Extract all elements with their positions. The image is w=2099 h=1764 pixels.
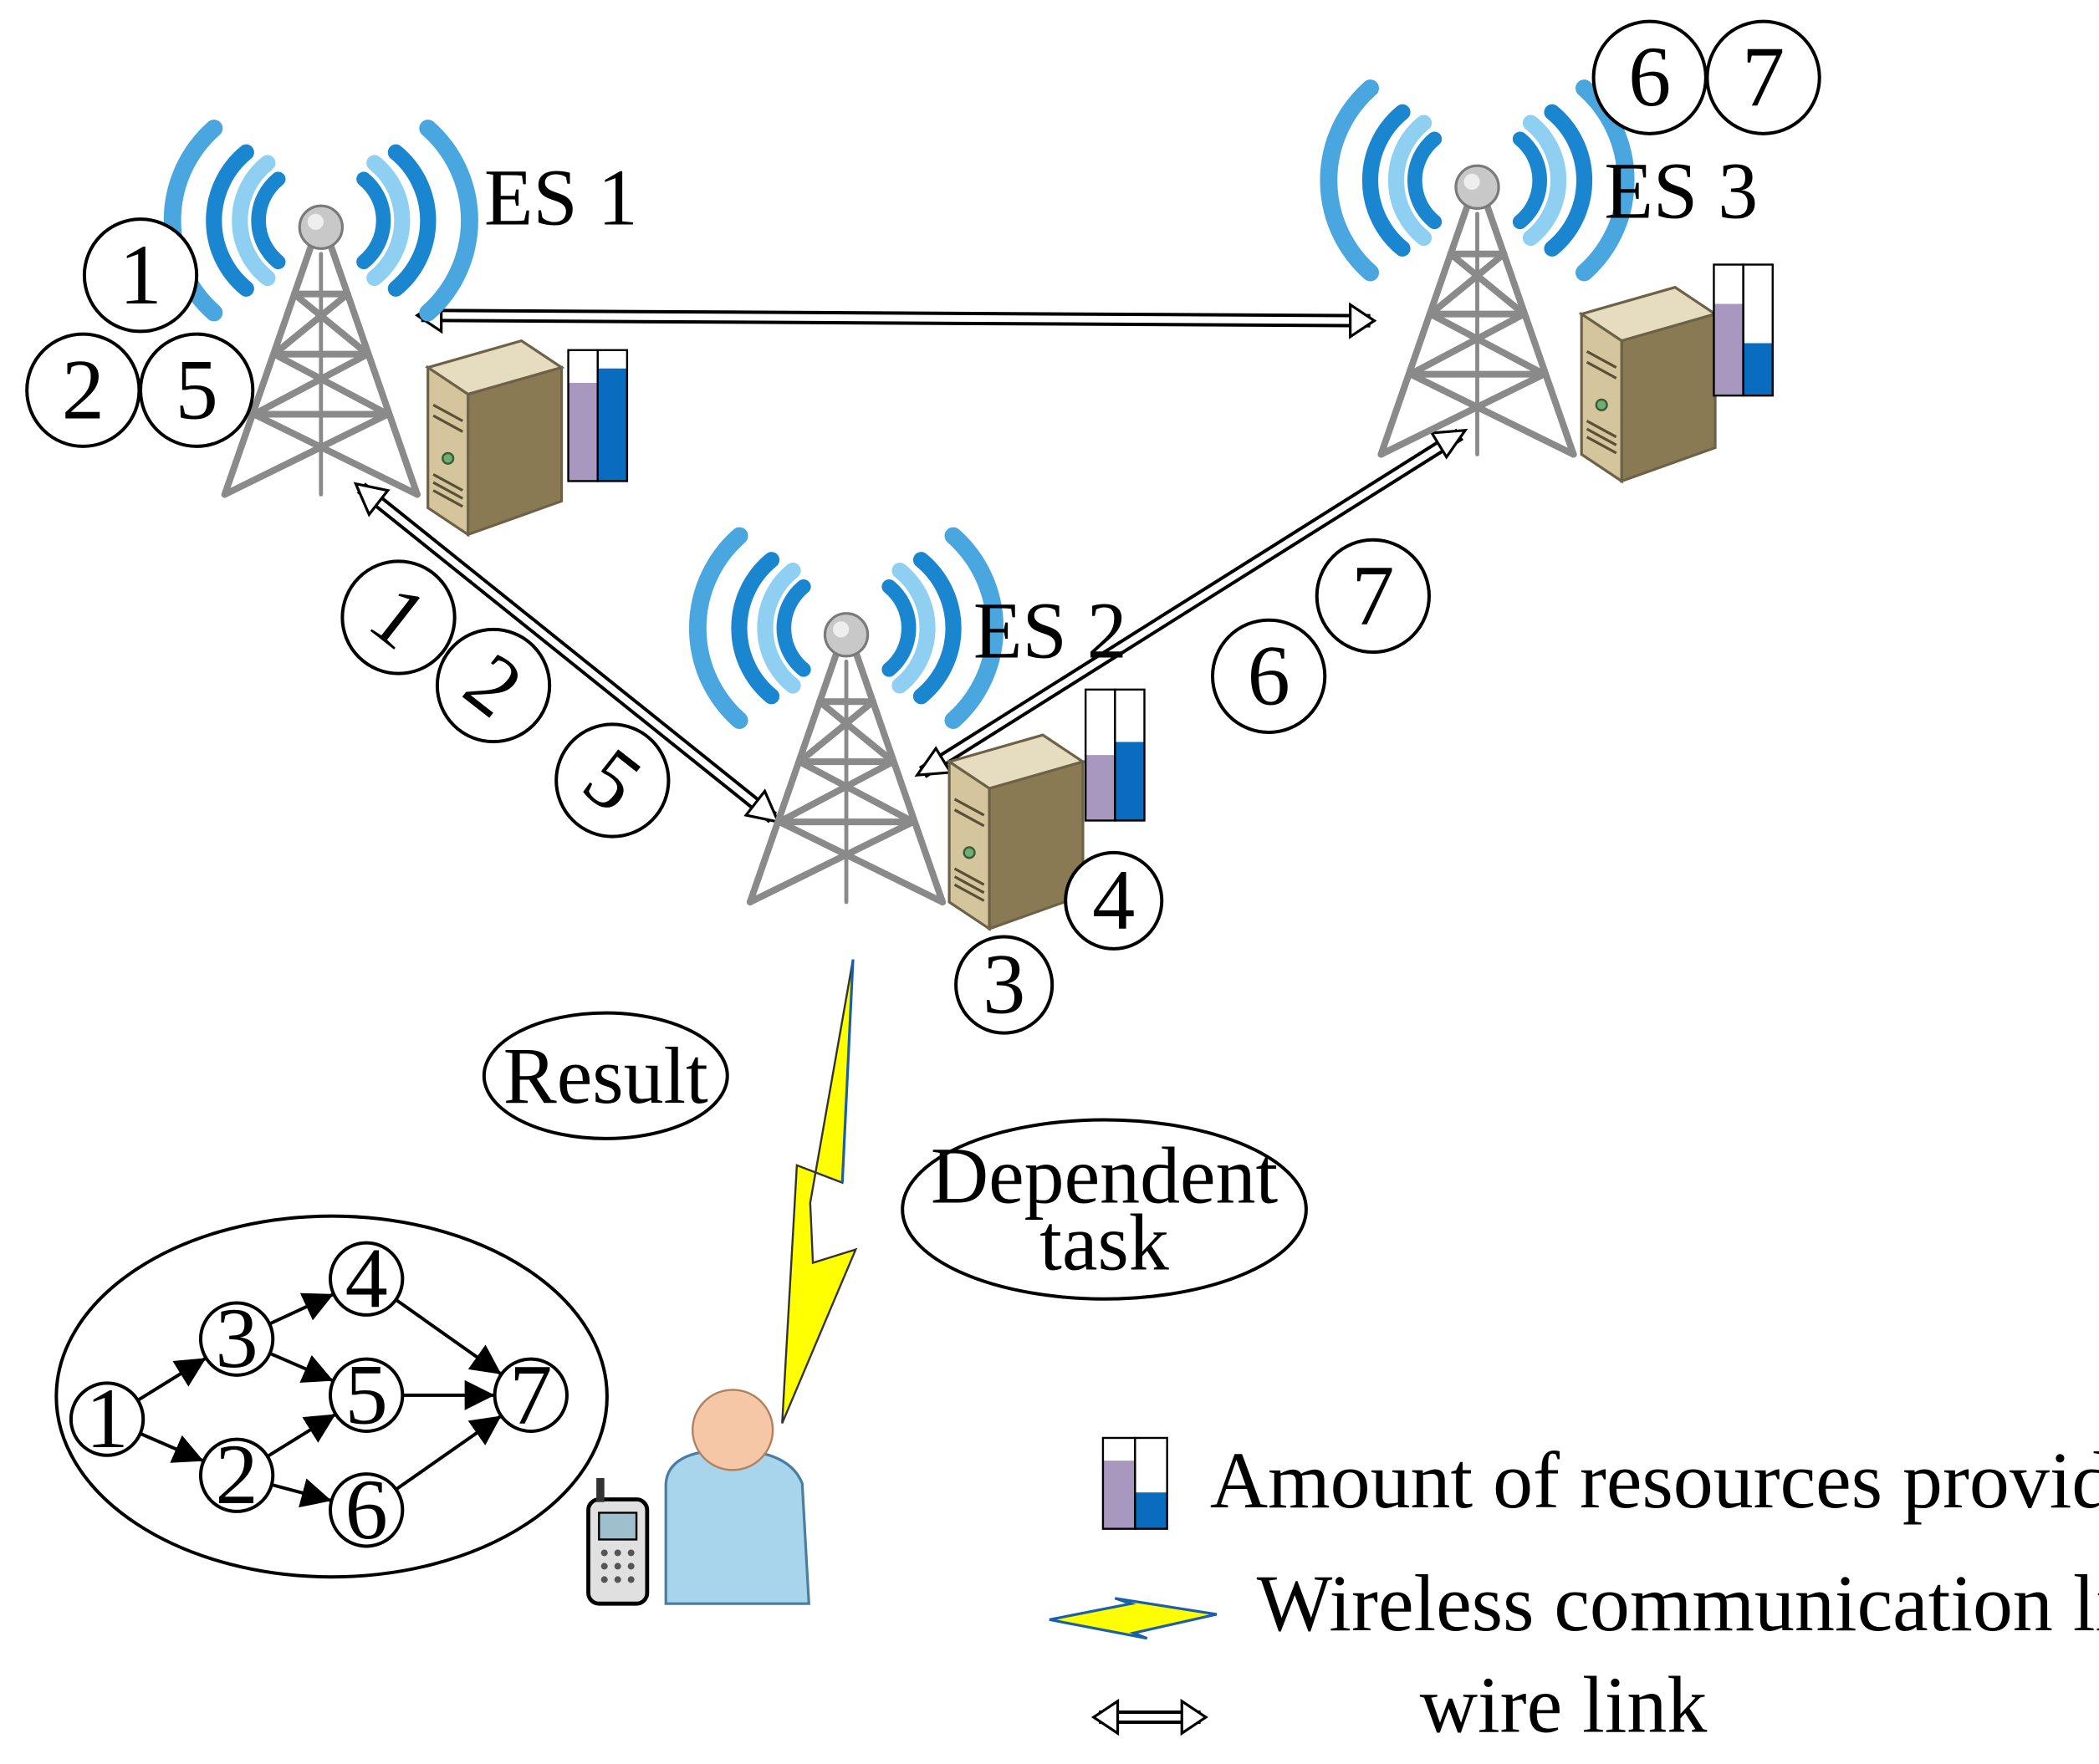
dag-node-label: 7 (509, 1348, 552, 1442)
resource-bar-blue (1135, 1492, 1167, 1529)
link-task-6: 6 (1211, 618, 1327, 734)
wire-link-es2-es3 (914, 428, 1468, 778)
es1-task-2: 2 (25, 332, 141, 448)
dag-node (329, 1357, 405, 1433)
dag-node-label: 4 (345, 1231, 388, 1326)
legend-resources-label: Amount of resources provided by ES (1210, 1436, 2099, 1525)
resource-bar-purple (1085, 755, 1116, 821)
resource-bar-blue (1115, 742, 1145, 821)
dag-node (493, 1357, 569, 1433)
svg-text:4: 4 (1092, 854, 1135, 948)
link-task-7: 7 (1315, 538, 1431, 655)
es2-resource-bars (1084, 688, 1146, 822)
dag-node (329, 1472, 405, 1548)
dag-node-label: 1 (85, 1372, 128, 1466)
svg-text:task: task (1039, 1199, 1169, 1287)
svg-text:Result: Result (503, 1032, 708, 1120)
result-bubble: Result (482, 1011, 729, 1140)
dag-node-label: 2 (216, 1428, 258, 1522)
dag-edge (268, 1292, 335, 1326)
legend-resource-bars-icon (1101, 1436, 1168, 1530)
svg-text:1: 1 (119, 228, 161, 323)
dag-node-label: 3 (216, 1292, 258, 1386)
dag-node (198, 1301, 275, 1377)
es1-task-1: 1 (82, 217, 199, 334)
es3-task-7: 7 (1705, 19, 1821, 135)
es2-task-4: 4 (1064, 850, 1164, 951)
svg-text:6: 6 (1248, 629, 1290, 723)
link-task-1: 1 (340, 559, 457, 676)
resource-bar-purple (1102, 1461, 1136, 1529)
wire-link-es1-es2 (353, 482, 781, 824)
es1-label: ES 1 (484, 154, 638, 242)
es3-resource-bars (1713, 263, 1774, 397)
resource-bar-purple (1713, 303, 1744, 396)
link-task-5: 5 (554, 722, 671, 839)
es2-task-3: 3 (954, 935, 1055, 1035)
dag-node-label: 5 (345, 1348, 388, 1442)
legend-wireless-icon (1049, 1597, 1218, 1640)
es1-server-icon (426, 339, 564, 536)
dag-node (329, 1241, 405, 1317)
dag-edge (266, 1412, 337, 1458)
dag-edge (395, 1298, 503, 1376)
svg-text:7: 7 (1742, 30, 1785, 125)
user-avatar (664, 1389, 810, 1605)
svg-text:7: 7 (1351, 548, 1394, 643)
dag-edge (271, 1478, 333, 1508)
es1-resource-bars (567, 349, 629, 482)
svg-text:2: 2 (62, 343, 105, 437)
dag-node (198, 1437, 275, 1513)
dag-node (69, 1381, 146, 1457)
es3-server-icon (1580, 286, 1717, 483)
es1-task-5: 5 (139, 332, 255, 448)
link-task-2: 2 (435, 627, 552, 744)
wireless-bolt-icon (781, 959, 858, 1424)
wire-link-es1-es3 (415, 297, 1377, 339)
legend-wire-icon (1090, 1698, 1208, 1736)
dag-edge (139, 1431, 205, 1463)
dependent-task-bubble: Dependent task (901, 1118, 1308, 1301)
dag-edge (268, 1351, 335, 1383)
es3-task-6: 6 (1591, 19, 1708, 135)
resource-bar-blue (597, 368, 627, 482)
es2-label: ES 2 (973, 586, 1127, 675)
legend-wire-label: wire link (1420, 1661, 1708, 1750)
mobile-phone-icon (586, 1477, 650, 1606)
es2-server-icon (947, 733, 1085, 930)
es3-label: ES 3 (1604, 147, 1758, 236)
resource-bar-blue (1743, 343, 1773, 396)
dag-edge (395, 1414, 503, 1491)
dag-node-label: 6 (345, 1463, 388, 1558)
legend-wireless-label: Wireless communication link (1257, 1559, 2099, 1648)
legend: Amount of resources provided by ES Wirel… (1049, 1436, 2099, 1750)
dag-edge (136, 1356, 207, 1402)
svg-text:5: 5 (176, 343, 218, 437)
svg-text:Dependent: Dependent (931, 1132, 1279, 1221)
svg-text:6: 6 (1628, 30, 1671, 125)
resource-bar-purple (568, 382, 598, 482)
svg-text:3: 3 (983, 938, 1025, 1032)
